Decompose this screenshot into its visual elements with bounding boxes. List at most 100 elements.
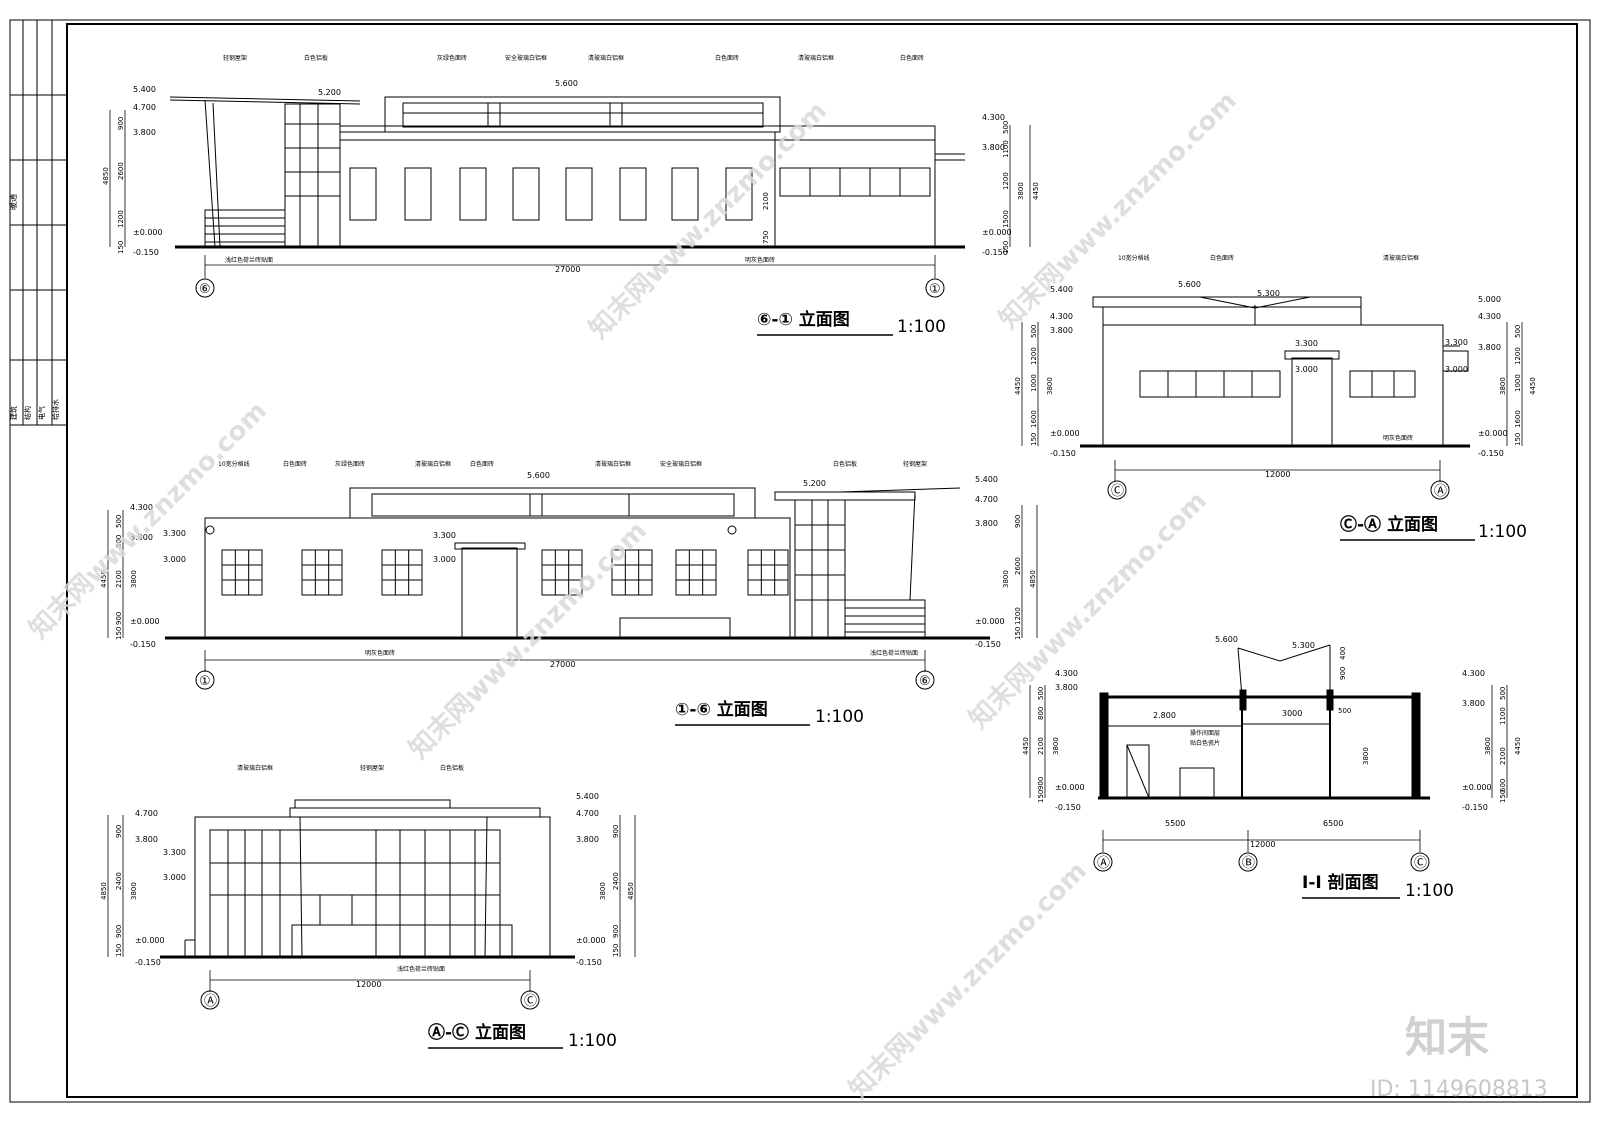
- dim16-r1: 2600: [1014, 557, 1022, 575]
- sheet-inner-border: [66, 23, 1578, 1098]
- lvlca-l0: 5.400: [1050, 285, 1073, 294]
- level-61-g: 5.600: [555, 79, 578, 88]
- window: [301, 549, 343, 596]
- total-width-ca: 12000: [1265, 470, 1290, 479]
- dimsec-r5: 3800: [1484, 737, 1492, 755]
- note-61-b1: 明灰色面砖: [745, 256, 775, 264]
- dimca-r1: 1200: [1514, 347, 1522, 365]
- window: [381, 549, 423, 596]
- sec-room-0: 操作间面层: [1190, 729, 1220, 737]
- discipline-4: 给排水: [51, 399, 60, 420]
- lvlca-t0: 5.600: [1178, 280, 1201, 289]
- dimca-l5: 3800: [1046, 377, 1054, 395]
- lvl16-t1: 5.200: [803, 479, 826, 488]
- axis-6-left: ⑥: [199, 282, 211, 297]
- dim16-l0: 500: [115, 515, 123, 528]
- lvlsec-r3: -0.150: [1462, 803, 1488, 812]
- sec-room-1: 贴白色瓷片: [1190, 739, 1220, 747]
- lvlca-t2: 3.300: [1295, 339, 1318, 348]
- window: [349, 167, 377, 221]
- dimac-l0: 900: [115, 825, 123, 838]
- sec-d4: 400: [1339, 647, 1347, 660]
- total-width-16: 27000: [550, 660, 575, 669]
- dim-61-r4: 150: [1002, 241, 1010, 254]
- lvlsec-l2: ±0.000: [1055, 783, 1085, 792]
- elevation-1-6: ① ⑥ 27000 4.300 3.800 3.300 3.000 ±0.000…: [100, 460, 1038, 727]
- title-16: ①-⑥ 立面图: [675, 699, 768, 720]
- lvlca-l3: ±0.000: [1050, 429, 1080, 438]
- noteac-b0: 浅红色荷兰砖贴面: [397, 965, 445, 973]
- dim16-l6: 4450: [100, 570, 108, 588]
- level-61-f: 5.200: [318, 88, 341, 97]
- axis-c-right: Ⓒ: [524, 994, 537, 1009]
- note16-b0: 明灰色面砖: [365, 649, 395, 657]
- lvlca-r5: ±0.000: [1478, 429, 1508, 438]
- lvl16-l2: 3.300: [163, 529, 186, 538]
- dimac-l1: 2400: [115, 872, 123, 890]
- axis-sec-c: Ⓒ: [1414, 856, 1427, 871]
- level-61-i: 3.800: [982, 143, 1005, 152]
- note-61-2: 灰绿色面砖: [437, 54, 467, 62]
- elevation-a-c: Ⓐ Ⓒ 12000 4.700 3.800 3.300 3.000 ±0.000…: [100, 764, 636, 1051]
- title-ca: Ⓒ-Ⓐ 立面图: [1340, 514, 1438, 535]
- dim-61-l1: 2600: [117, 162, 125, 180]
- noteca-2: 清玻璃白铝框: [1383, 254, 1419, 262]
- sheet-outer-border: [9, 19, 1591, 1103]
- dimca-l4: 150: [1030, 433, 1038, 446]
- window: [541, 549, 583, 596]
- level-61-h: 4.300: [982, 113, 1005, 122]
- dim16-l3: 900: [115, 612, 123, 625]
- dimca-r5: 3800: [1499, 377, 1507, 395]
- dimca-r0: 500: [1514, 325, 1522, 338]
- lvlsec-t1: 5.300: [1292, 641, 1315, 650]
- window: [512, 167, 540, 221]
- lvlca-r1: 4.300: [1478, 312, 1501, 321]
- title-ac: Ⓐ-Ⓒ 立面图: [428, 1022, 526, 1043]
- lvlac-l1: 3.800: [135, 835, 158, 844]
- note-61-5: 白色面砖: [715, 54, 739, 62]
- scale-61: 1:100: [897, 317, 946, 337]
- lvlsec-l0: 4.300: [1055, 669, 1078, 678]
- axis-1-right: ①: [929, 282, 941, 297]
- note-61-0: 轻钢屋架: [223, 54, 247, 62]
- noteac-2: 白色铝板: [440, 764, 464, 772]
- scale-ca: 1:100: [1478, 522, 1527, 542]
- dimsec-r0: 500: [1499, 687, 1507, 700]
- lvl16-l4: ±0.000: [130, 617, 160, 626]
- dim16-l5: 3800: [130, 570, 138, 588]
- total-width-61: 27000: [555, 265, 580, 274]
- axis-sec-b: Ⓑ: [1242, 856, 1255, 871]
- window: [611, 549, 653, 596]
- dim-61-r6: 4450: [1032, 182, 1040, 200]
- lvlac-l0: 4.700: [135, 809, 158, 818]
- window: [619, 167, 647, 221]
- dim16-l2: 2100: [115, 570, 123, 588]
- level-61-d: ±0.000: [133, 228, 163, 237]
- dimca-r3: 1600: [1514, 410, 1522, 428]
- dimac-l5: 4850: [100, 882, 108, 900]
- sec-d0: 3000: [1282, 709, 1302, 718]
- note16-4: 白色面砖: [470, 460, 494, 468]
- dimsec-r2: 2100: [1499, 747, 1507, 765]
- note16-3: 清玻璃白铝框: [415, 460, 451, 468]
- dimsec-r1: 1100: [1499, 707, 1507, 725]
- lvlca-l1: 4.300: [1050, 312, 1073, 321]
- dim-61-r1: 1100: [1002, 140, 1010, 158]
- lvl16-l1: 3.800: [130, 533, 153, 542]
- dimac-r2: 900: [612, 925, 620, 938]
- lvlca-l4: -0.150: [1050, 449, 1076, 458]
- axis-sec-a: Ⓐ: [1097, 856, 1110, 871]
- lvlsec-r1: 3.800: [1462, 699, 1485, 708]
- dimca-r2: 1000: [1514, 374, 1522, 392]
- sec-total: 12000: [1250, 840, 1275, 849]
- elevation-c-a: Ⓒ Ⓐ 12000 5.400 4.300 3.800 ±0.000 -0.15…: [1014, 254, 1537, 542]
- window: [459, 167, 487, 221]
- dimac-l3: 150: [115, 944, 123, 957]
- dimca-l1: 1200: [1030, 347, 1038, 365]
- dimac-r5: 4850: [627, 882, 635, 900]
- lvlsec-l1: 3.800: [1055, 683, 1078, 692]
- discipline-3: 电气: [37, 406, 46, 420]
- lvl16-r3: ±0.000: [975, 617, 1005, 626]
